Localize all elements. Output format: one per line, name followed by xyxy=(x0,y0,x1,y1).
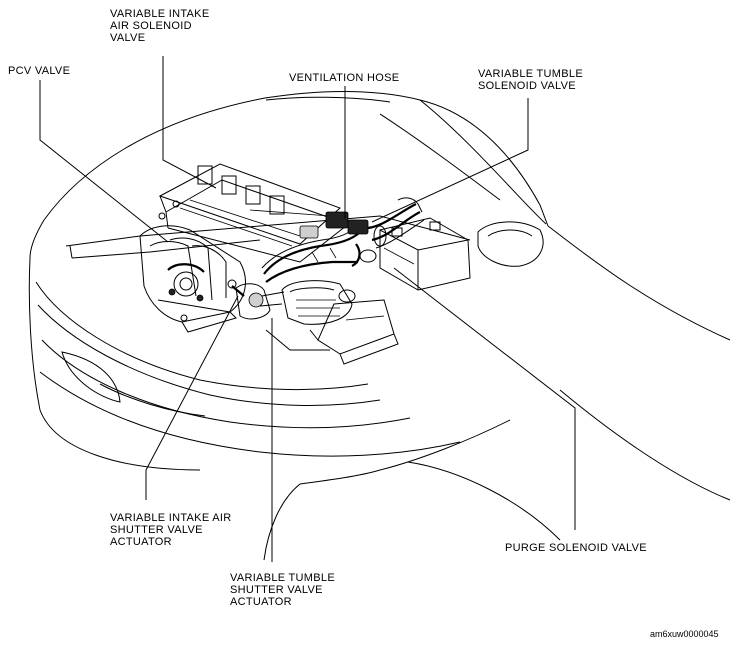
cylinder-head xyxy=(158,163,347,263)
label-variable-tumble-shutter-valve-actuator: VARIABLE TUMBLE SHUTTER VALVE ACTUATOR xyxy=(230,572,335,608)
intake-manifold xyxy=(139,200,246,333)
label-variable-intake-air-solenoid-valve: VARIABLE INTAKE AIR SOLENOID VALVE xyxy=(110,8,210,44)
vehicle-body-outline xyxy=(28,90,731,561)
vacuum-hoses xyxy=(261,197,425,283)
label-pcv-valve: PCV VALVE xyxy=(8,65,71,77)
figure-code: am6xuw0000045 xyxy=(650,629,719,639)
label-variable-tumble-solenoid-valve: VARIABLE TUMBLE SOLENOID VALVE xyxy=(478,68,583,92)
air-intake-duct xyxy=(265,280,399,365)
label-ventilation-hose: VENTILATION HOSE xyxy=(289,72,400,84)
label-purge-solenoid-valve: PURGE SOLENOID VALVE xyxy=(505,542,647,554)
tumble-shutter-actuator xyxy=(227,279,285,320)
leader-lines xyxy=(39,56,576,562)
label-variable-intake-air-shutter-valve-actuator: VARIABLE INTAKE AIR SHUTTER VALVE ACTUAT… xyxy=(110,512,232,548)
